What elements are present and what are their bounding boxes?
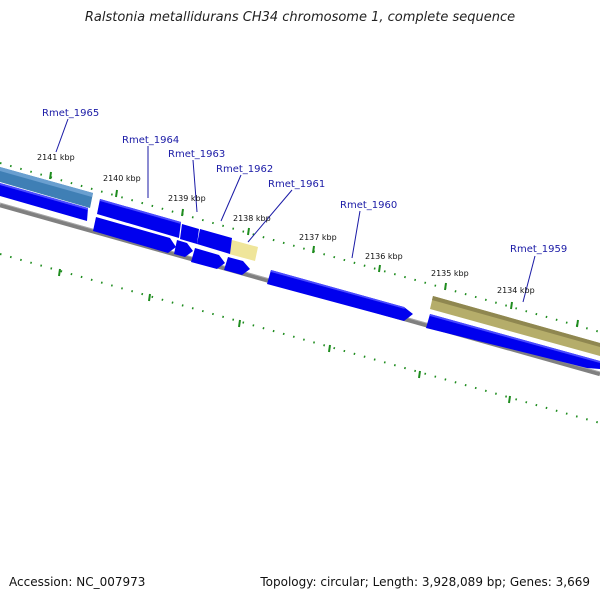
gene-label-rmet-1965[interactable]: Rmet_1965	[42, 108, 99, 119]
major-tick	[181, 208, 184, 217]
gene-label-rmet-1962[interactable]: Rmet_1962	[216, 164, 273, 175]
leader-line	[55, 118, 69, 153]
major-tick	[247, 227, 250, 236]
major-tick	[312, 245, 315, 254]
gene-arrow[interactable]	[0, 183, 88, 221]
kbp-label: 2140 kbp	[103, 174, 141, 183]
leader-line	[220, 174, 242, 222]
gene-labels[interactable]: Rmet_1965 Rmet_1964 Rmet_1963 Rmet_1962 …	[42, 108, 567, 255]
gene-arrow[interactable]	[191, 248, 225, 269]
topology-summary-text: Topology: circular; Length: 3,928,089 bp…	[260, 575, 590, 589]
highlight-bands	[0, 167, 600, 356]
gene-arrow[interactable]	[197, 229, 232, 254]
major-tick	[328, 344, 331, 353]
gene-arrow[interactable]	[174, 240, 193, 257]
major-tick	[418, 370, 421, 379]
kbp-label: 2136 kbp	[365, 252, 403, 261]
major-tick	[576, 319, 579, 328]
kbp-label: 2141 kbp	[37, 153, 75, 162]
major-tick	[148, 293, 151, 302]
kbp-label: 2137 kbp	[299, 233, 337, 242]
major-tick	[115, 189, 118, 198]
kbp-label: 2139 kbp	[168, 194, 206, 203]
major-tick	[378, 264, 381, 273]
gene-features[interactable]	[0, 183, 600, 369]
gene-arrow[interactable]	[97, 199, 181, 238]
highlight-band-yellow	[229, 240, 258, 261]
leader-line	[522, 255, 536, 303]
kbp-label: 2134 kbp	[497, 286, 535, 295]
kbp-label: 2138 kbp	[233, 214, 271, 223]
major-tick	[49, 171, 52, 180]
leader-line	[247, 189, 293, 243]
gene-arrow[interactable]	[93, 217, 176, 253]
gene-arrow[interactable]	[267, 270, 413, 321]
gene-label-rmet-1961[interactable]: Rmet_1961	[268, 179, 325, 190]
leader-line	[192, 159, 198, 213]
kbp-label: 2135 kbp	[431, 269, 469, 278]
scale-ticks	[0, 162, 600, 424]
accession-text: Accession: NC_007973	[9, 575, 146, 589]
major-tick	[58, 268, 61, 277]
map-title: Ralstonia metallidurans CH34 chromosome …	[84, 10, 516, 25]
gene-label-rmet-1960[interactable]: Rmet_1960	[340, 200, 397, 211]
gene-label-rmet-1959[interactable]: Rmet_1959	[510, 244, 567, 255]
major-tick	[510, 301, 513, 310]
major-tick	[444, 282, 447, 291]
major-tick	[508, 395, 511, 404]
major-tick	[238, 319, 241, 328]
gene-arrow[interactable]	[180, 224, 199, 244]
gene-label-rmet-1964[interactable]: Rmet_1964	[122, 135, 179, 146]
kbp-labels: 2141 kbp 2140 kbp 2139 kbp 2138 kbp 2137…	[37, 153, 535, 295]
gene-label-rmet-1963[interactable]: Rmet_1963	[168, 149, 225, 160]
gene-arrow[interactable]	[426, 314, 600, 369]
gene-arrow[interactable]	[224, 257, 250, 275]
gene-label-leaders	[55, 118, 536, 303]
leader-line	[351, 210, 361, 259]
